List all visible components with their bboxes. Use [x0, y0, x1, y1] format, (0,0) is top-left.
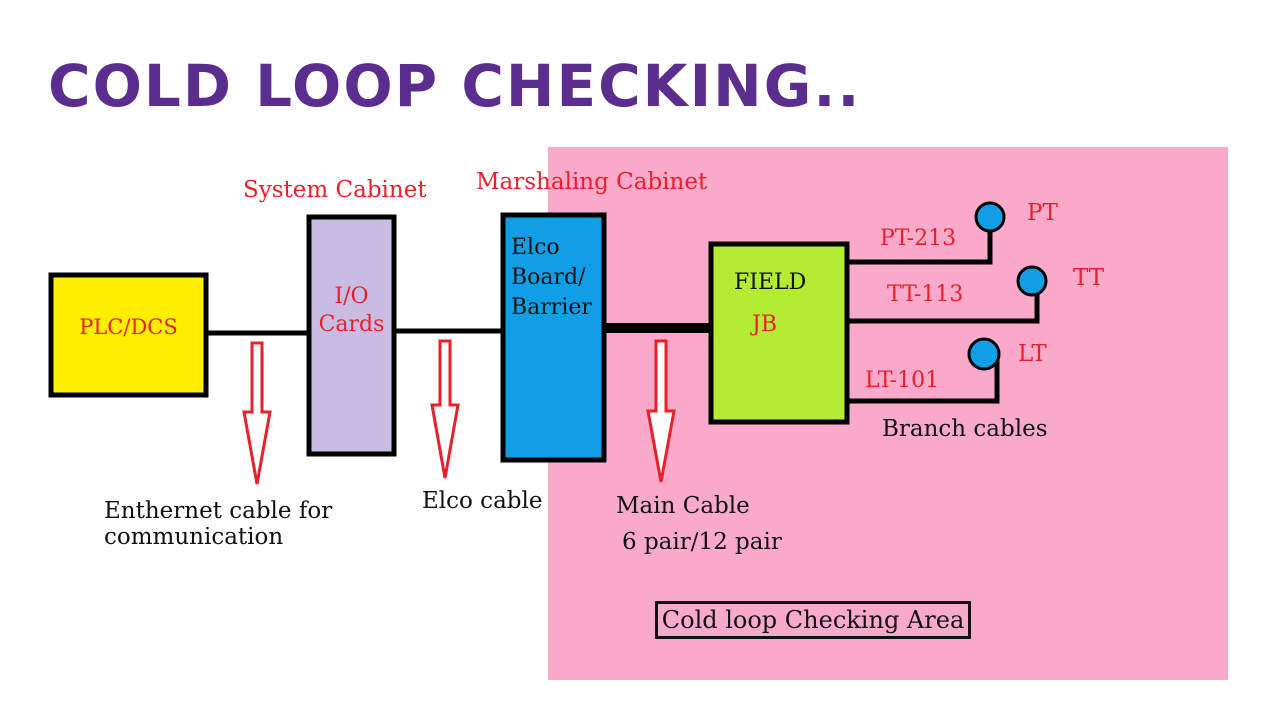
elco-line1: Elco — [511, 235, 560, 260]
branch-cable-tt — [847, 285, 1040, 324]
main-cable-arrow-icon — [646, 339, 676, 483]
elco-board-label: Elco Board/ Barrier — [511, 233, 592, 323]
elco-arrow-icon — [430, 339, 460, 479]
tt-tag-label: TT-113 — [887, 282, 964, 307]
plc-dcs-box — [48, 272, 209, 398]
field-label: FIELD — [734, 270, 807, 295]
cold-loop-area-label: Cold loop Checking Area — [655, 601, 971, 639]
system-cabinet-label: System Cabinet — [243, 177, 427, 203]
branch-cable-pt — [847, 222, 993, 265]
plc-dcs-label: PLC/DCS — [79, 315, 178, 339]
pt-transmitter-icon — [974, 201, 1006, 233]
ethernet-line2: communication — [104, 524, 284, 551]
pt-type-label: PT — [1027, 200, 1058, 226]
elco-line3: Barrier — [511, 295, 592, 320]
branch-cable-lt — [847, 356, 1000, 404]
tt-type-label: TT — [1073, 265, 1105, 291]
io-cards-label: I/O Cards — [309, 283, 394, 339]
jb-label: JB — [752, 312, 777, 337]
ethernet-line1: Enthernet cable for — [104, 498, 333, 524]
marshaling-box — [500, 212, 607, 463]
io-cards-line1: I/O — [334, 284, 369, 309]
io-cards-box — [306, 214, 397, 457]
io-cards-line2: Cards — [318, 312, 385, 337]
ethernet-arrow-icon — [242, 341, 272, 485]
lt-tag-label: LT-101 — [865, 368, 940, 393]
lt-transmitter-icon — [967, 337, 1001, 371]
main-cable-pairs-label: 6 pair/12 pair — [622, 529, 782, 555]
marshaling-cabinet-label: Marshaling Cabinet — [476, 169, 708, 195]
elco-cable-label: Elco cable — [422, 488, 543, 514]
tt-transmitter-icon — [1016, 265, 1048, 297]
field-jb-box — [708, 241, 850, 425]
branch-cables-label: Branch cables — [882, 416, 1048, 442]
pt-tag-label: PT-213 — [880, 226, 957, 251]
lt-type-label: LT — [1018, 341, 1047, 367]
page-title: COLD LOOP CHECKING.. — [48, 52, 862, 120]
elco-line2: Board/ — [511, 265, 586, 290]
main-cable-label: Main Cable — [616, 493, 750, 519]
ethernet-cable-label: Enthernet cable for communication — [104, 498, 332, 551]
